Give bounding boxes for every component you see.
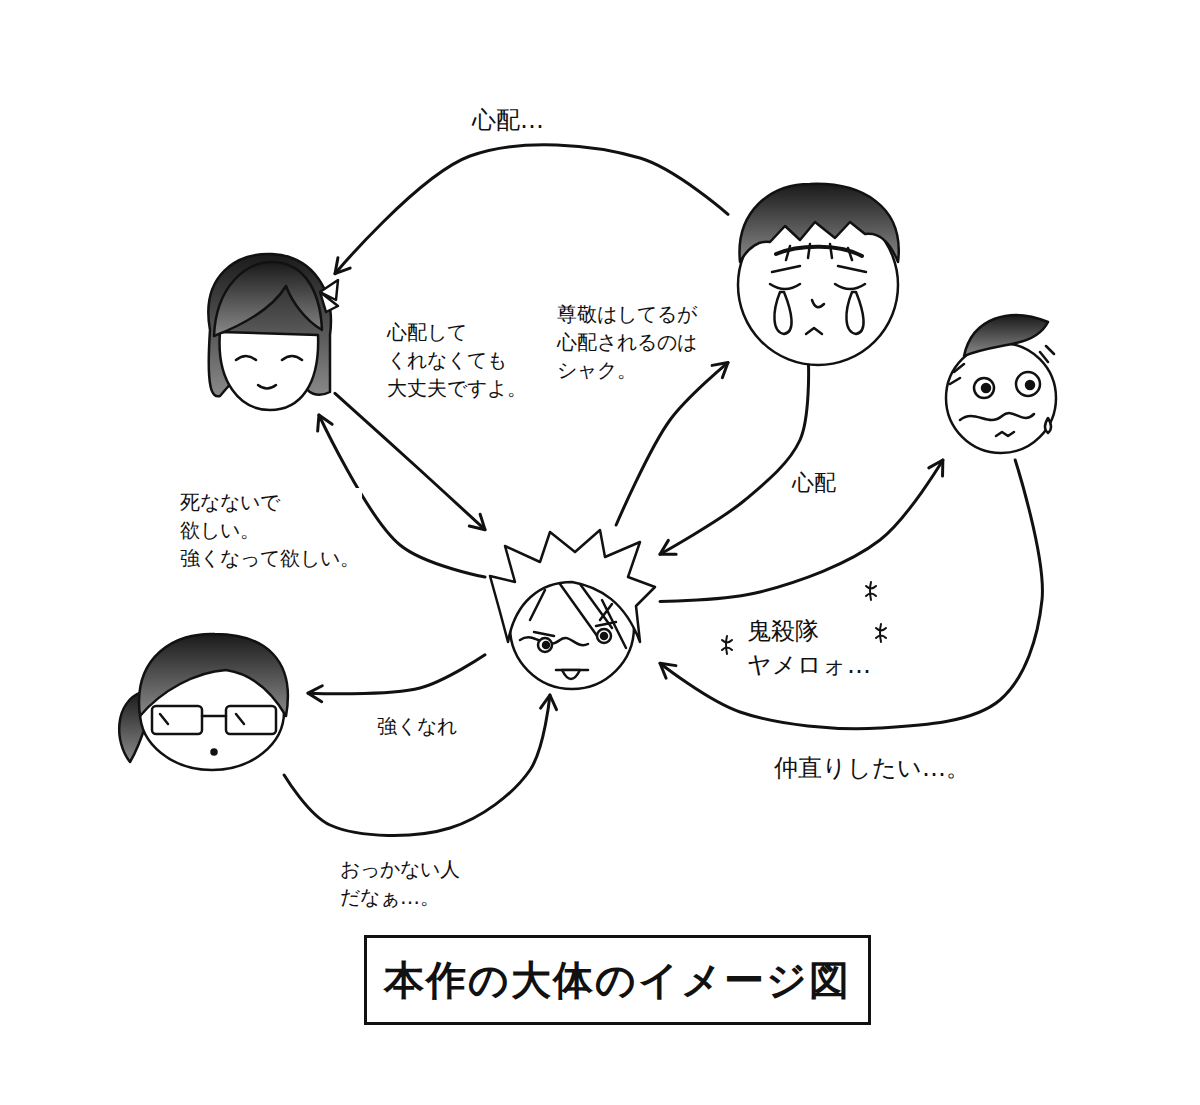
head-butterfly-girl-part [214,262,322,336]
head-mohawk-boy-part [960,413,1034,420]
anger-mark-part [876,624,886,642]
anger-mark-part [866,582,876,600]
head-scarred-man-part [490,530,655,642]
head-scarred-man-part [538,638,552,652]
head-mohawk-boy-part [1026,381,1034,389]
character-head [485,525,660,695]
head-crying-monk-part [806,328,822,334]
head-crying-monk-part [786,244,852,260]
head-scarred-man-part [601,633,607,639]
head-mohawk-boy-part [982,384,990,392]
edge-label: 仲直りしたい…。 [772,752,972,786]
head-glasses-girl-part [160,714,244,724]
head-mohawk-boy-part [1016,372,1040,396]
head-crying-monk-part [774,292,791,334]
title: 本作の大体のイメージ図 [384,953,851,1008]
edge-label: 鬼殺隊 ヤメロォ… [745,615,873,682]
relation-arrow [308,655,485,694]
relation-arrow [335,145,728,274]
head-crying-monk-part [846,292,863,334]
head-mohawk-boy-part [946,343,1056,453]
edge-label: 尊敬はしてるが 心配されるのは シャク。 [555,300,699,384]
head-mohawk-boy [946,315,1056,453]
head-butterfly-girl-part [320,280,338,312]
head-mohawk-boy-part [1045,418,1051,433]
head-mohawk-boy-part [996,432,1014,436]
anger-mark-part [722,636,732,654]
edge-label: 心配… [470,104,546,138]
head-butterfly-girl-part [220,332,319,410]
head-mohawk-boy-part [974,378,994,398]
character-head [118,620,308,775]
edge-label: おっかない人 だなぁ…。 [338,855,462,911]
head-glasses-girl-part [226,706,276,734]
head-scarred-man [490,530,655,689]
character-head [200,250,335,415]
relation-arrow [616,363,728,525]
title-box: 本作の大体のイメージ図 [364,935,871,1025]
head-scarred-man-part [543,642,549,648]
head-crying-monk [738,184,899,365]
head-scarred-man-part [520,637,588,645]
relation-arrow [284,695,550,835]
head-glasses-girl-part [202,715,226,718]
head-glasses-girl-part [152,706,202,734]
head-crying-monk-part [770,284,865,289]
relation-arrow [660,365,809,554]
head-scarred-man-part [597,629,611,643]
character-head [728,180,910,365]
edge-label: 死なないで 欲しい。 強くなって欲しい。 [178,488,362,572]
edge-label: 心配して くれなくても 大丈夫ですよ。 [385,318,529,402]
edge-label: 心配 [790,468,838,499]
head-crying-monk-part [740,184,899,262]
head-scarred-man-part [562,670,580,679]
head-mohawk-boy-part [964,315,1048,356]
head-crying-monk-part [812,300,824,307]
edge-label: 強くなれ [375,712,459,740]
head-glasses-girl-part [139,634,288,716]
head-glasses-girl [119,634,288,770]
character-head [935,312,1067,460]
head-butterfly-girl-part [258,385,276,389]
head-butterfly-girl-part [236,356,302,360]
head-butterfly-girl [208,254,338,410]
head-crying-monk-part [772,266,866,272]
relation-arrow [660,460,1042,729]
relation-arrow [660,460,943,602]
head-glasses-girl-part [212,750,217,755]
